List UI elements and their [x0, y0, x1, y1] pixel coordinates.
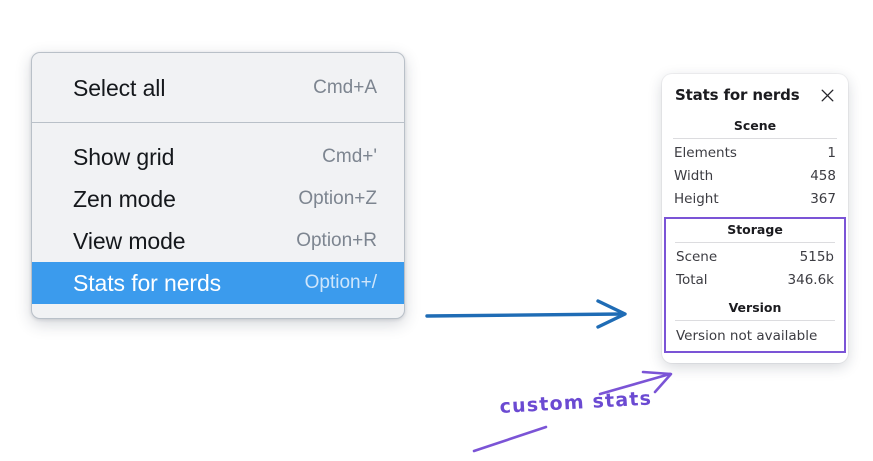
stat-row-storage-total: Total 346.6k	[675, 269, 835, 292]
menu-item-shortcut: Option+/	[304, 272, 377, 293]
menu-to-panel-arrow	[425, 299, 627, 329]
stat-key: Width	[674, 167, 714, 184]
menu-group-2: Show grid Cmd+' Zen mode Option+Z View m…	[32, 122, 404, 318]
section-divider	[675, 320, 835, 322]
menu-item-show-grid[interactable]: Show grid Cmd+'	[32, 136, 404, 178]
context-menu[interactable]: Select all Cmd+A Show grid Cmd+' Zen mod…	[31, 52, 405, 319]
menu-item-shortcut: Option+R	[296, 230, 377, 251]
version-not-available-text: Version not available	[676, 328, 818, 345]
stat-row-height: Height 367	[673, 188, 837, 211]
menu-item-select-all[interactable]: Select all Cmd+A	[32, 67, 404, 109]
stat-row-storage-scene: Scene 515b	[675, 246, 835, 269]
close-icon[interactable]	[819, 87, 836, 104]
stat-row-width: Width 458	[673, 165, 837, 188]
menu-item-label: Select all	[73, 74, 166, 101]
stat-value: 515b	[799, 248, 834, 265]
menu-item-view-mode[interactable]: View mode Option+R	[32, 220, 404, 262]
section-divider	[673, 138, 837, 139]
stat-row-elements: Elements 1	[673, 142, 837, 165]
stats-panel-header: Stats for nerds	[662, 86, 848, 104]
stat-key: Total	[676, 271, 708, 288]
section-title-storage: Storage	[727, 221, 783, 237]
menu-item-shortcut: Cmd+A	[313, 77, 377, 98]
stat-value: 458	[810, 167, 836, 184]
menu-item-label: Show grid	[73, 143, 175, 170]
custom-stats-underline	[472, 425, 548, 453]
menu-item-stats-for-nerds[interactable]: Stats for nerds Option+/	[32, 262, 404, 304]
section-title-version: Version	[728, 300, 782, 316]
stat-key: Scene	[676, 248, 718, 265]
menu-item-label: Zen mode	[73, 185, 176, 212]
stat-value: 346.6k	[787, 271, 834, 288]
stats-for-nerds-panel: Stats for nerds Scene Elements 1 Width 4…	[662, 74, 848, 364]
custom-stats-annotation-label: custom stats	[499, 387, 653, 418]
menu-item-label: Stats for nerds	[73, 269, 222, 296]
stat-key: Height	[674, 190, 719, 207]
section-title-scene: Scene	[733, 118, 777, 133]
menu-item-shortcut: Option+Z	[298, 188, 377, 209]
custom-stats-highlight-box: Storage Scene 515b Total 346.6k Version …	[664, 216, 846, 354]
stats-panel-title: Stats for nerds	[675, 86, 800, 104]
menu-group-1: Select all Cmd+A	[32, 53, 404, 122]
menu-item-zen-mode[interactable]: Zen mode Option+Z	[32, 178, 404, 220]
stat-value: 367	[810, 190, 836, 207]
menu-item-shortcut: Cmd+'	[322, 146, 377, 167]
stats-panel-body: Scene Elements 1 Width 458 Height 367 St…	[662, 117, 848, 354]
section-divider	[675, 241, 835, 243]
stat-value: 1	[827, 145, 836, 161]
stat-key: Elements	[674, 145, 737, 161]
menu-item-label: View mode	[73, 227, 186, 254]
